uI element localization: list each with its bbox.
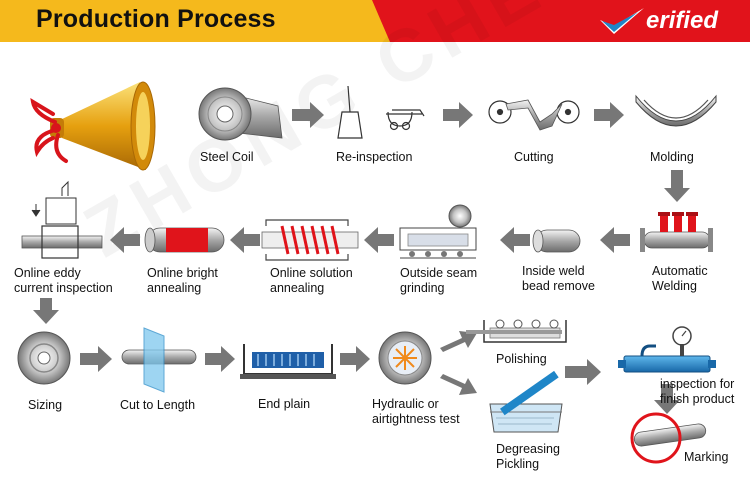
label-molding: Molding: [650, 150, 694, 164]
label-sizing: Sizing: [28, 398, 63, 412]
label-end-plain: End plain: [258, 397, 311, 411]
finish-inspection-icon: [618, 326, 716, 373]
page-title: Production Process: [36, 5, 276, 33]
label-inside-weld-line2: bead remove: [522, 279, 595, 293]
arrow-down-1: [664, 170, 690, 202]
arrow-down-2: [33, 298, 59, 324]
label-polishing: Polishing: [496, 352, 547, 366]
label-degreasing: Degreasing Pickling: [496, 442, 560, 472]
arrow-1: [292, 102, 324, 128]
check-icon: [600, 8, 644, 34]
inside-weld-icon: [532, 229, 581, 253]
eddy-current-icon: [21, 180, 103, 259]
outside-seam-icon: [399, 204, 477, 259]
label-hydraulic: Hydraulic or airtightness test: [372, 397, 460, 427]
label-finish-inspection-line2: finish product: [660, 392, 735, 406]
arrow-9: [80, 346, 112, 372]
megaphone-icon: [30, 81, 156, 171]
label-inside-weld: Inside weld bead remove: [522, 264, 595, 294]
degreasing-icon: [489, 370, 563, 433]
verified-text: erified: [646, 7, 719, 34]
arrow-3: [594, 102, 624, 128]
label-bright-annealing-line2: annealing: [147, 281, 202, 295]
arrow-8: [110, 227, 140, 253]
label-eddy-current-line2: current inspection: [14, 281, 113, 295]
label-automatic-welding: Automatic Welding: [652, 264, 708, 294]
label-solution-annealing-line1: Online solution: [270, 266, 353, 280]
arrow-13: [440, 374, 477, 395]
label-outside-seam-line1: Outside seam: [400, 266, 478, 280]
arrow-4: [600, 227, 630, 253]
automatic-welding-icon: [640, 212, 713, 252]
arrow-14: [565, 359, 601, 385]
label-hydraulic-line2: airtightness test: [372, 412, 460, 426]
label-bright-annealing-line1: Online bright: [147, 266, 218, 280]
reinspection-icon: [337, 85, 425, 139]
steel-coil-icon: [198, 87, 283, 141]
label-inside-weld-line1: Inside weld: [522, 264, 585, 278]
label-automatic-welding-line1: Automatic: [652, 264, 708, 278]
arrow-7: [230, 227, 260, 253]
label-steel-coil: Steel Coil: [200, 150, 254, 164]
arrow-12: [440, 331, 477, 352]
label-automatic-welding-line2: Welding: [652, 279, 697, 293]
title-tab: [0, 0, 390, 42]
marking-icon: [630, 412, 707, 464]
label-outside-seam-line2: grinding: [400, 281, 445, 295]
arrow-11: [340, 346, 370, 372]
label-outside-seam: Outside seam grinding: [400, 266, 477, 296]
solution-annealing-icon: [261, 219, 359, 261]
label-marking: Marking: [684, 450, 729, 464]
label-reinspection: Re-inspection: [336, 150, 413, 164]
molding-icon: [635, 94, 717, 127]
label-solution-annealing-line2: annealing: [270, 281, 325, 295]
label-degreasing-line2: Pickling: [496, 457, 540, 471]
label-degreasing-line1: Degreasing: [496, 442, 560, 456]
label-eddy-current-line1: Online eddy: [14, 266, 81, 280]
label-hydraulic-line1: Hydraulic or: [372, 397, 439, 411]
bright-annealing-icon: [144, 227, 225, 253]
arrow-6: [364, 227, 394, 253]
end-plain-icon: [240, 344, 336, 379]
sizing-icon: [17, 331, 71, 385]
arrow-10: [205, 346, 235, 372]
label-cut-to-length: Cut to Length: [120, 398, 196, 412]
arrow-down-3: [654, 384, 680, 414]
polishing-icon: [466, 319, 567, 343]
cutting-icon: [488, 99, 580, 131]
hydraulic-test-icon: [378, 331, 432, 385]
label-bright-annealing: Online bright annealing: [147, 266, 218, 296]
arrow-5: [500, 227, 530, 253]
verified-badge: erified: [598, 6, 748, 38]
label-eddy-current: Online eddy current inspection: [14, 266, 113, 296]
label-finish-inspection-line1: inspection for: [660, 377, 735, 391]
label-cutting: Cutting: [514, 150, 554, 164]
label-finish-inspection: inspection for finish product: [660, 377, 734, 407]
label-solution-annealing: Online solution annealing: [270, 266, 353, 296]
cut-to-length-icon: [121, 327, 197, 393]
arrow-2: [443, 102, 473, 128]
